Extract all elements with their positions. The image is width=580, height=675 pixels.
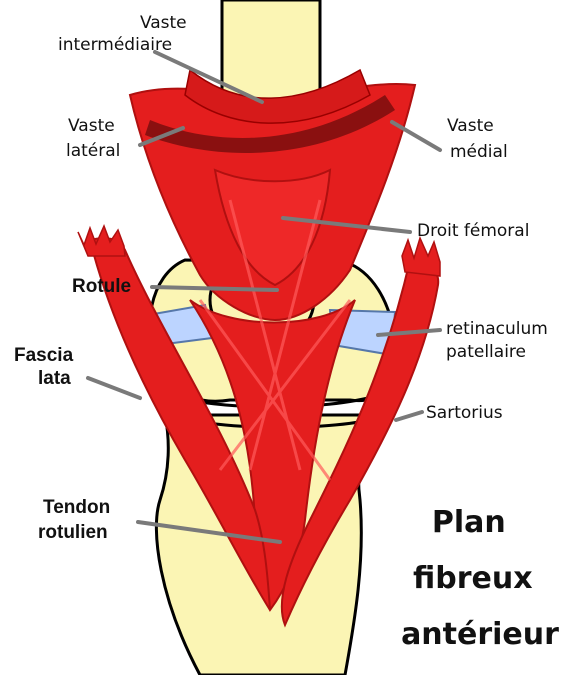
diagram-title: Plan fibreux antérieur <box>401 505 559 652</box>
label-fascia-lata: Fascia lata <box>14 345 78 389</box>
leader-sartorius <box>396 412 422 420</box>
label-droit-femoral: Droit fémoral <box>417 221 529 241</box>
label-sartorius: Sartorius <box>426 403 503 423</box>
label-rotule: Rotule <box>72 276 131 297</box>
label-vaste-lateral: Vaste latéral <box>66 116 120 161</box>
leader-fascia-lata <box>88 378 140 398</box>
label-retinaculum: retinaculum patellaire <box>446 319 553 362</box>
label-tendon-rotulien: Tendon rotulien <box>38 497 115 543</box>
sartorius-frayed <box>402 238 440 276</box>
fascia-lata-frayed <box>78 226 125 256</box>
label-vaste-intermediaire: Vaste intermédiaire <box>58 13 192 55</box>
label-vaste-medial: Vaste médial <box>447 116 508 162</box>
